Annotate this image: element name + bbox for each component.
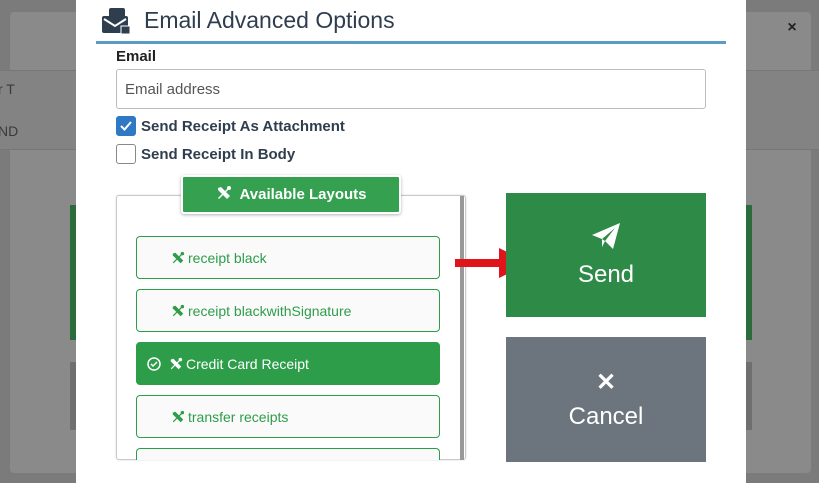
paper-plane-icon <box>591 222 621 255</box>
background-text: r T <box>0 81 15 97</box>
tools-icon <box>171 410 185 424</box>
send-in-body-label: Send Receipt In Body <box>141 145 296 163</box>
layout-item-label: receipt blackwithSignature <box>188 302 352 319</box>
available-layouts-tab[interactable]: Available Layouts <box>181 175 401 214</box>
check-circle-icon <box>147 356 161 371</box>
background-green-block <box>70 205 78 340</box>
tools-icon <box>171 251 185 265</box>
email-label: Email <box>116 48 157 65</box>
layout-item-label: receipt black <box>188 249 267 266</box>
modal-title: Email Advanced Options <box>144 7 395 33</box>
layout-item-label: Credit Card Receipt <box>186 355 309 372</box>
background-close-button[interactable]: × <box>787 19 797 36</box>
close-icon: ✕ <box>595 369 617 396</box>
tools-icon <box>171 304 185 318</box>
layouts-scrollbar[interactable] <box>460 196 464 460</box>
cancel-label: Cancel <box>568 403 644 430</box>
send-in-body-option[interactable]: Send Receipt In Body <box>116 144 295 164</box>
layout-item-transfer-receipts[interactable]: transfer receipts <box>136 395 440 438</box>
email-receipt-icon <box>100 7 132 35</box>
cancel-button[interactable]: ✕ Cancel <box>506 337 706 462</box>
modal-header: Email Advanced Options <box>96 0 726 44</box>
send-label: Send <box>577 260 635 288</box>
background-text: ND <box>0 123 19 139</box>
background-grey-block <box>746 362 752 430</box>
email-input[interactable] <box>116 69 706 109</box>
send-as-attachment-label: Send Receipt As Attachment <box>141 117 345 135</box>
send-in-body-checkbox[interactable] <box>116 144 136 164</box>
available-layouts-label: Available Layouts <box>239 186 367 203</box>
layout-item-receipt-black[interactable]: receipt black <box>136 236 440 279</box>
send-as-attachment-option[interactable]: Send Receipt As Attachment <box>116 116 345 136</box>
layout-item-receipt-blackwithsignature[interactable]: receipt blackwithSignature <box>136 289 440 332</box>
tools-icon <box>169 357 183 371</box>
send-button[interactable]: Send <box>506 193 706 317</box>
tools-icon <box>216 185 232 205</box>
send-as-attachment-checkbox[interactable] <box>116 116 136 136</box>
check-icon <box>120 121 132 131</box>
layout-item-label: transfer receipts <box>188 408 289 425</box>
layout-item-credit-card-receipt[interactable]: Credit Card Receipt <box>136 342 440 385</box>
background-green-block <box>746 205 752 340</box>
layout-item-partial[interactable] <box>136 448 440 460</box>
background-grey-block <box>70 362 78 430</box>
